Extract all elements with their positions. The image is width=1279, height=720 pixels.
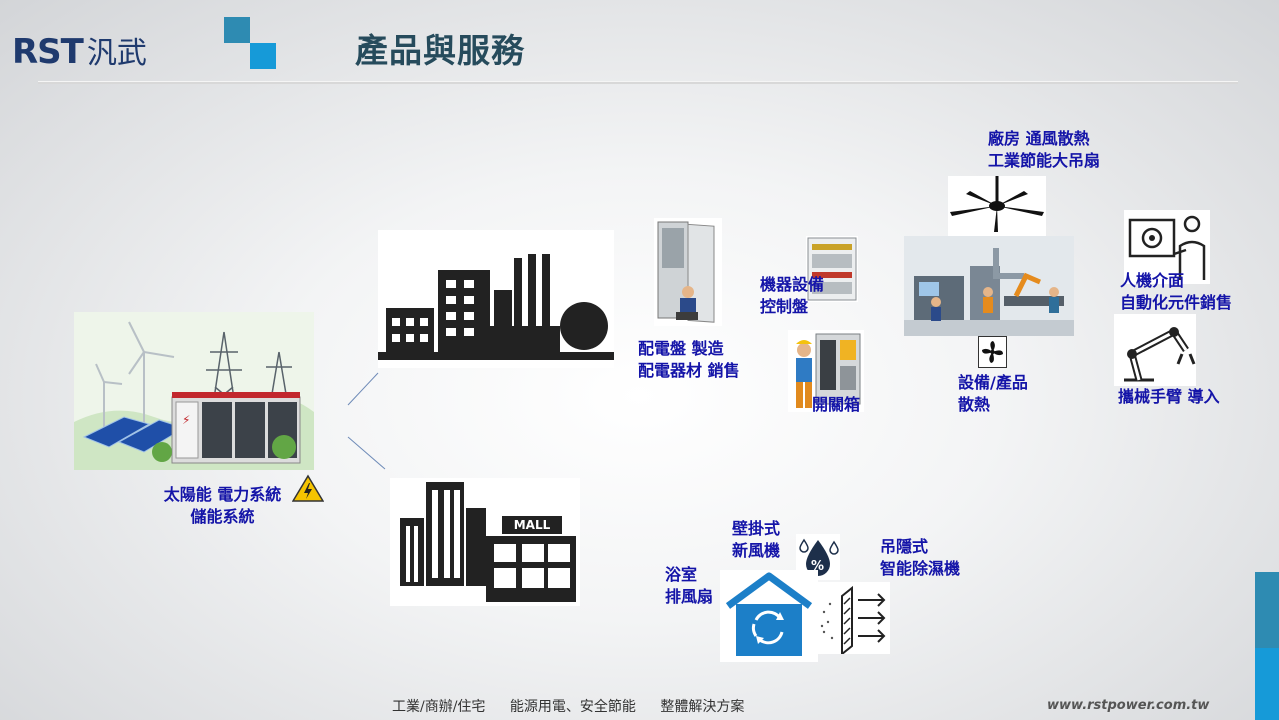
label-hmi: 人機介面 自動化元件銷售 [1120, 270, 1232, 314]
decor-square-light [250, 43, 276, 69]
mall-sign: MALL [513, 518, 551, 532]
footer-part3: 整體解決方案 [660, 699, 745, 715]
decor-side-bar-dark [1255, 572, 1279, 648]
connector-lines [347, 372, 386, 470]
air-circulation-house-icon [720, 570, 818, 662]
label-dehumidifier-line1: 吊隱式 [880, 537, 929, 556]
label-solar: 太陽能 電力系統 儲能系統 [130, 484, 315, 528]
label-cooling-line2: 散熱 [958, 395, 991, 414]
label-machine-control: 機器設備 控制盤 [760, 274, 824, 318]
footer-url: www.rstpower.com.tw [1047, 698, 1210, 713]
label-ventilation: 廠房 通風散熱 工業節能大吊扇 [988, 128, 1100, 172]
logo-latin: RST [12, 32, 84, 72]
label-robot-arm: 攜械手臂 導入 [1118, 387, 1220, 406]
label-panel-line1: 配電盤 製造 [638, 339, 724, 358]
label-switchbox: 開關箱 [812, 395, 861, 414]
footer-part2: 能源用電、安全節能 [509, 699, 636, 715]
page-title: 產品與服務 [355, 31, 525, 70]
solar-storage-illustration: ⚡ [74, 312, 314, 470]
label-cooling-line1: 設備/產品 [958, 373, 1028, 392]
label-solar-line2: 儲能系統 [190, 507, 255, 526]
switchbox-illustration [788, 330, 864, 412]
label-hmi-line2: 自動化元件銷售 [1120, 293, 1233, 312]
distribution-panel-illustration [654, 218, 722, 326]
label-wall-fan-line2: 新風機 [732, 541, 781, 560]
label-dehumidifier: 吊隱式 智能除濕機 [880, 536, 960, 580]
hmi-engineer-icon [1124, 210, 1210, 284]
warning-icon [292, 474, 324, 502]
label-wall-fan: 壁掛式 新風機 [732, 518, 780, 562]
label-ventilation-line2: 工業節能大吊扇 [988, 151, 1101, 170]
label-panel: 配電盤 製造 配電器材 銷售 [638, 338, 740, 382]
footer-tagline: 工業/商辦/住宅 能源用電、安全節能 整體解決方案 [392, 696, 764, 716]
fan-icon [978, 336, 1007, 368]
robot-arm-icon [1114, 314, 1196, 386]
label-bath-fan-line1: 浴室 [665, 565, 698, 584]
label-dehumidifier-line2: 智能除濕機 [880, 559, 961, 578]
label-hmi-line1: 人機介面 [1120, 271, 1185, 290]
svg-text:⚡: ⚡ [182, 413, 190, 427]
air-filter-icon [818, 582, 890, 654]
label-solar-line1: 太陽能 電力系統 [163, 485, 282, 504]
label-machine-control-line2: 控制盤 [760, 297, 809, 316]
label-bath-fan-line2: 排風扇 [665, 587, 714, 606]
footer-part1: 工業/商辦/住宅 [392, 699, 486, 715]
label-wall-fan-line1: 壁掛式 [732, 519, 781, 538]
decor-square-dark [224, 17, 250, 43]
label-ventilation-line1: 廠房 通風散熱 [988, 129, 1090, 148]
header-divider [38, 81, 1238, 84]
label-machine-control-line1: 機器設備 [760, 275, 825, 294]
label-cooling: 設備/產品 散熱 [958, 372, 1028, 416]
label-bath-fan: 浴室 排風扇 [665, 564, 713, 608]
factory-illustration [378, 230, 614, 368]
factory-interior-illustration [904, 236, 1074, 336]
logo-chinese: 汎武 [86, 36, 147, 71]
control-panel-illustration [806, 236, 858, 302]
commercial-buildings-illustration: MALL [390, 478, 580, 606]
ceiling-fan-icon [948, 176, 1046, 236]
label-panel-line2: 配電器材 銷售 [638, 361, 740, 380]
decor-side-bar-light [1255, 648, 1279, 720]
